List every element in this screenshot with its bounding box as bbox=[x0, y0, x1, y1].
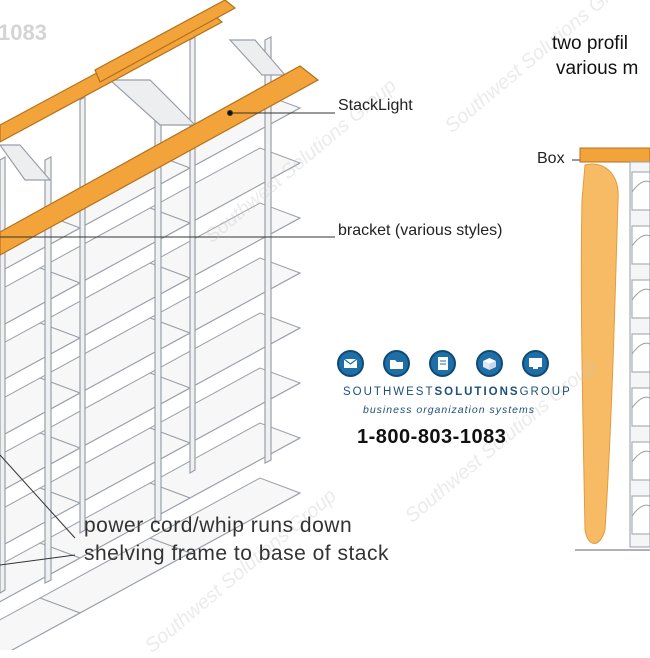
company-name: SOUTHWESTSOLUTIONSGROUP bbox=[343, 386, 572, 398]
profile-bracket bbox=[631, 450, 650, 463]
phone-number: 1-800-803-1083 bbox=[357, 426, 507, 448]
shelf-edge bbox=[189, 327, 301, 389]
profile-shelf bbox=[631, 441, 650, 481]
power-cord-label-line2: shelving frame to base of stack bbox=[84, 542, 389, 565]
shelf-edge bbox=[189, 107, 301, 169]
top-braces bbox=[0, 39, 287, 181]
profile-shelf bbox=[631, 171, 650, 211]
shelf-edge bbox=[79, 387, 191, 449]
folder-icon bbox=[383, 350, 410, 377]
profile-title-line1: two profil bbox=[552, 33, 629, 54]
shelf-edge bbox=[79, 497, 191, 559]
upright-post-back bbox=[0, 155, 6, 594]
profile-bracket bbox=[631, 342, 650, 355]
shelf-edge bbox=[0, 282, 81, 328]
upright-post-back bbox=[189, 35, 196, 475]
profile-bracket bbox=[631, 180, 650, 193]
shelf-edge bbox=[79, 332, 191, 394]
shelving-shelves bbox=[0, 92, 302, 650]
shelf-edge bbox=[79, 167, 191, 229]
shelf-edge bbox=[189, 217, 301, 279]
bracket-label: bracket (various styles) bbox=[338, 222, 503, 239]
profile-bracket bbox=[631, 234, 650, 247]
shelf-edge bbox=[79, 222, 191, 284]
upright-post-back bbox=[79, 95, 86, 535]
shelf-edge bbox=[79, 277, 191, 339]
profile-shelf bbox=[631, 387, 650, 427]
shelf bbox=[0, 597, 82, 650]
computer-icon bbox=[522, 350, 549, 377]
profile-shelf bbox=[631, 279, 650, 319]
callout-lines bbox=[0, 110, 585, 566]
shelf-edge bbox=[0, 447, 81, 493]
shelf-edge bbox=[0, 337, 81, 383]
stacklight-rail-mid bbox=[94, 0, 237, 83]
upright-post bbox=[44, 156, 52, 584]
company-name-mid: SOLUTIONS bbox=[434, 386, 520, 398]
stacklight-label: StackLight bbox=[338, 97, 413, 114]
upright-post bbox=[264, 36, 272, 464]
box-icon bbox=[476, 350, 503, 377]
shelf-edge bbox=[0, 227, 81, 273]
power-cord-label-line1: power cord/whip runs down bbox=[84, 514, 353, 537]
document-icon bbox=[429, 350, 456, 377]
profile-shelf bbox=[631, 225, 650, 265]
shelf-edge bbox=[79, 442, 191, 504]
profile-shelf bbox=[631, 333, 650, 373]
phone-number-faded: 1083 bbox=[0, 20, 47, 45]
profile-title-line2: various m bbox=[556, 58, 639, 79]
profile-shelf bbox=[631, 495, 650, 535]
company-name-suffix: GROUP bbox=[519, 386, 572, 398]
shelf-edge bbox=[189, 492, 301, 554]
profile-bracket bbox=[631, 396, 650, 409]
shelf-edge bbox=[189, 162, 301, 224]
profile-diagram bbox=[575, 147, 650, 551]
profile-bracket bbox=[631, 504, 650, 517]
box-label: Box bbox=[537, 150, 565, 167]
shelf-edge bbox=[79, 552, 191, 614]
light-glow bbox=[580, 163, 619, 544]
company-tagline: business organization systems bbox=[363, 404, 535, 416]
envelope-icon bbox=[337, 350, 364, 377]
shelf-edge bbox=[189, 437, 301, 499]
shelf-edge bbox=[189, 272, 301, 334]
shelf-edge bbox=[0, 502, 81, 548]
shelving-uprights bbox=[0, 35, 272, 594]
shelf-edge bbox=[0, 557, 81, 603]
shelf-edge bbox=[11, 612, 81, 650]
shelf-edge bbox=[189, 382, 301, 444]
profile-bracket bbox=[631, 288, 650, 301]
company-name-prefix: SOUTHWEST bbox=[343, 386, 435, 398]
shelf-edge bbox=[0, 392, 81, 438]
